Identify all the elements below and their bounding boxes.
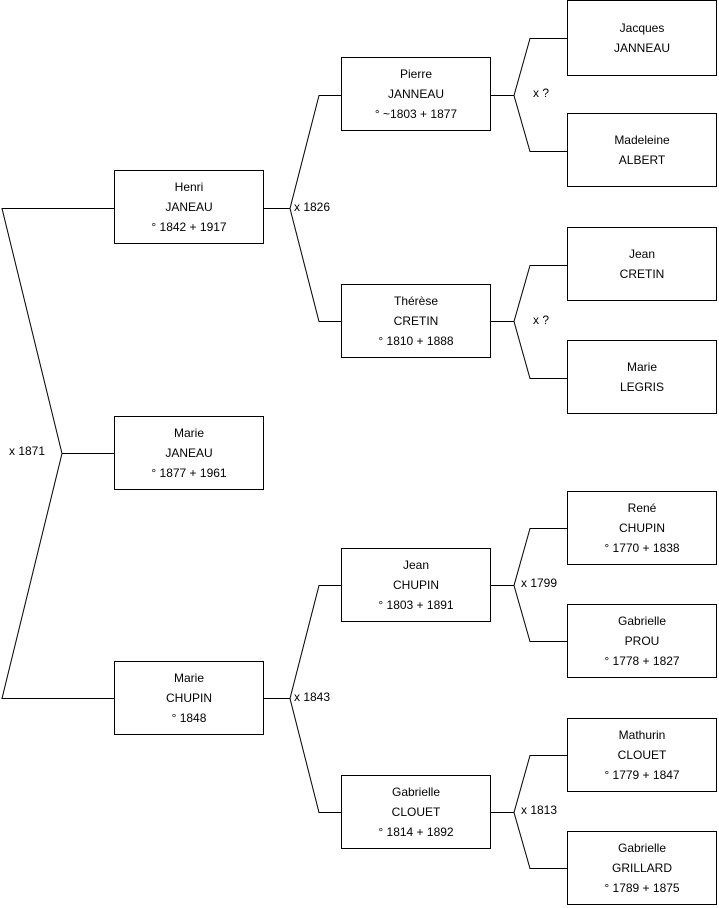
person-last-name: CHUPIN [165,691,212,705]
person-first-name: Pierre [399,67,432,81]
person-last-name: JANEAU [165,200,213,214]
person-first-name: Jean [402,558,430,572]
person-box-therese-cretin: Thérèse CRETIN ° 1810 + 1888 [341,284,491,358]
marriage-label: x 1799 [521,576,558,590]
person-box-jean-cretin: Jean CRETIN [567,227,717,301]
person-box-gabrielle-prou: Gabrielle PROU ° 1778 + 1827 [567,604,717,678]
person-box-madeleine-albert: Madeleine ALBERT [567,113,717,187]
person-box-jacques-janneau: Jacques JANNEAU [567,0,717,76]
person-box-marie-janeau: Marie JANEAU ° 1877 + 1961 [114,416,264,490]
person-last-name: CLOUET [391,805,441,819]
person-first-name: Madeleine [614,133,670,147]
person-last-name: CRETIN [393,314,439,328]
person-last-name: PROU [624,634,660,648]
person-dates: ° 1770 + 1838 [604,541,680,555]
person-first-name: Mathurin [618,728,666,742]
person-first-name: René [627,501,657,515]
person-box-rene-chupin: René CHUPIN ° 1770 + 1838 [567,491,717,565]
person-first-name: Gabrielle [617,614,667,628]
person-box-gabrielle-grillard: Gabrielle GRILLARD ° 1789 + 1875 [567,831,717,905]
person-dates: ° 1778 + 1827 [604,654,680,668]
person-first-name: Marie [173,426,204,440]
person-last-name: JANNEAU [613,41,670,55]
person-box-jean-chupin: Jean CHUPIN ° 1803 + 1891 [341,548,491,622]
person-last-name: JANNEAU [387,87,444,101]
person-dates: ° 1842 + 1917 [151,220,227,234]
marriage-label: x 1826 [294,200,331,214]
person-dates: ° 1810 + 1888 [378,334,454,348]
person-first-name: Marie [626,360,657,374]
person-first-name: Gabrielle [617,841,667,855]
person-box-marie-legris: Marie LEGRIS [567,340,717,414]
person-dates: ° 1848 [171,711,207,725]
marriage-label: x 1871 [9,444,46,458]
person-box-mathurin-clouet: Mathurin CLOUET ° 1779 + 1847 [567,718,717,792]
person-first-name: Thérèse [393,294,439,308]
person-last-name: CLOUET [617,748,667,762]
person-dates: ° 1877 + 1961 [151,466,227,480]
person-dates: ° 1789 + 1875 [604,881,680,895]
person-dates: ° 1814 + 1892 [378,825,454,839]
person-first-name: Jacques [619,21,665,35]
marriage-label: x ? [533,313,550,327]
person-first-name: Henri [174,180,204,194]
person-dates: ° 1779 + 1847 [604,768,680,782]
person-first-name: Marie [173,671,204,685]
person-last-name: LEGRIS [619,380,664,394]
marriage-label: x 1813 [521,803,558,817]
person-dates: ° ~1803 + 1877 [374,107,458,121]
marriage-label: x ? [533,86,550,100]
person-last-name: CRETIN [619,267,665,281]
person-last-name: CHUPIN [392,578,439,592]
person-box-henri-janeau: Henri JANEAU ° 1842 + 1917 [114,170,264,244]
person-first-name: Jean [628,247,656,261]
person-box-pierre-janneau: Pierre JANNEAU ° ~1803 + 1877 [341,57,491,131]
person-dates: ° 1803 + 1891 [378,598,454,612]
person-last-name: GRILLARD [611,861,673,875]
marriage-label: x 1843 [294,690,331,704]
person-last-name: CHUPIN [618,521,665,535]
person-last-name: JANEAU [165,446,213,460]
person-box-gabrielle-clouet: Gabrielle CLOUET ° 1814 + 1892 [341,775,491,849]
person-last-name: ALBERT [618,153,666,167]
person-first-name: Gabrielle [391,785,441,799]
person-box-marie-chupin: Marie CHUPIN ° 1848 [114,661,264,735]
